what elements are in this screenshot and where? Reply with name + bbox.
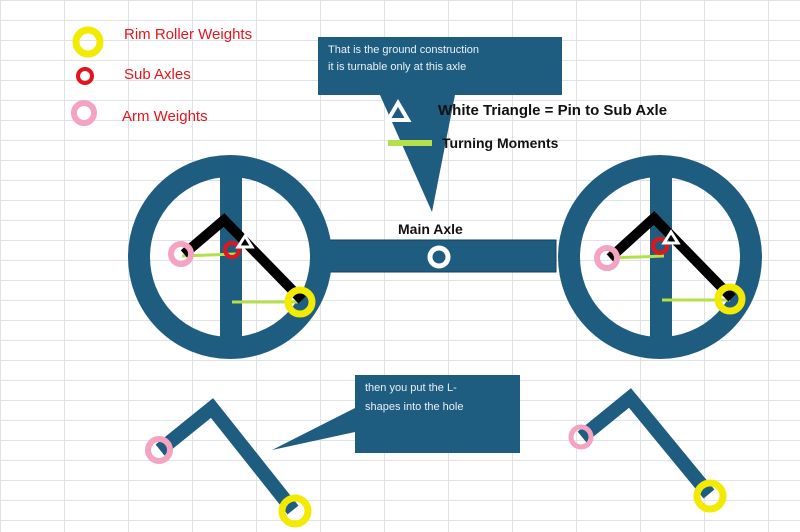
main-axle-label: Main Axle (398, 221, 463, 237)
bottom-callout-line-1: then you put the L- (365, 382, 457, 394)
white-triangle-icon (384, 99, 412, 122)
right-sub-axle (651, 237, 669, 255)
loose-right-rim-weight (693, 479, 727, 513)
legend-arm-weights-label: Arm Weights (122, 108, 208, 125)
top-callout-bubble (318, 37, 562, 212)
loose-l-shape-left (155, 398, 299, 515)
white-triangle-note: White Triangle = Pin to Sub Axle (438, 102, 668, 119)
bottom-callout-line-2: shapes into the hole (365, 401, 464, 413)
top-callout-line-2: it is turnable only at this axle (328, 61, 467, 73)
loose-left-rim-weight (278, 494, 312, 528)
right-rim-roller-weight (714, 283, 746, 315)
turning-moments-note: Turning Moments (442, 135, 559, 151)
loose-right-arm-weight (568, 424, 594, 450)
left-pin-triangle (235, 233, 255, 249)
top-callout-line-1: That is the ground construction (328, 44, 480, 56)
left-l-arm (180, 213, 306, 304)
left-rim-roller-weight (284, 286, 316, 318)
legend-rim-weight-icon (72, 26, 104, 58)
right-arm-weight (594, 245, 620, 271)
legend-arm-weight-icon (71, 100, 97, 126)
bottom-callout-bubble (272, 375, 520, 453)
left-sub-axle (223, 241, 241, 259)
legend-rim-roller-weights-label: Rim Roller Weights (124, 26, 253, 43)
loose-l-shape-right (577, 388, 715, 499)
loose-left-arm-weight (145, 436, 173, 464)
left-arm-weight (168, 241, 194, 267)
legend-sub-axles-label: Sub Axles (124, 66, 191, 83)
main-axle (427, 245, 451, 269)
legend-sub-axle-icon (76, 67, 94, 85)
right-l-arm (606, 211, 736, 302)
right-pin-triangle (661, 229, 681, 245)
